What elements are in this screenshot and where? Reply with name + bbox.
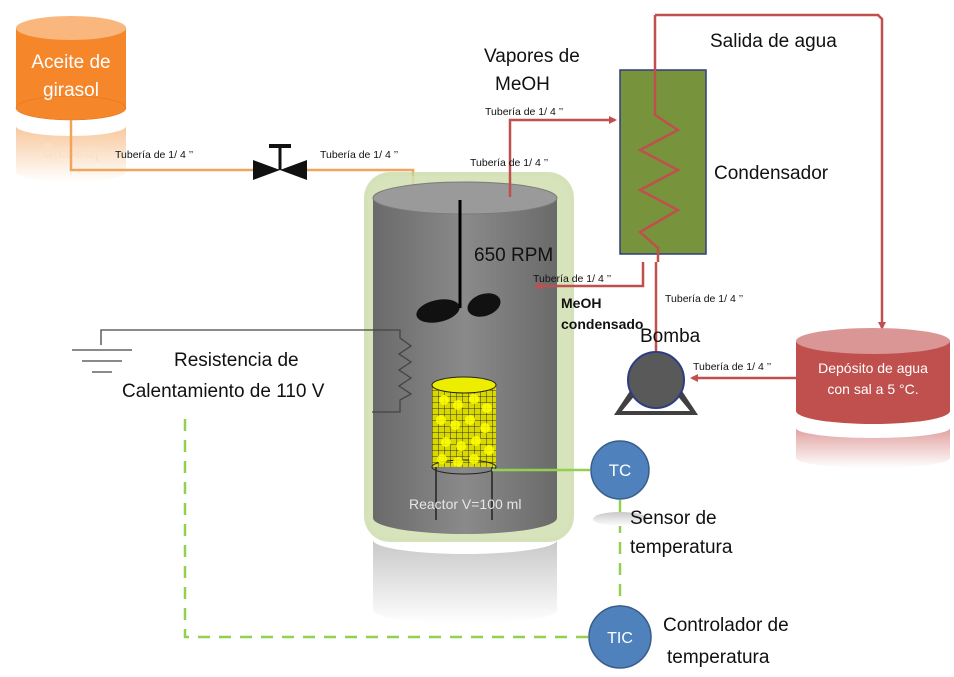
- heater-label-1: Resistencia de: [174, 350, 299, 371]
- meoh-condensed-label-2: condensado: [561, 316, 643, 332]
- heater-icon: [100, 329, 413, 413]
- oil-tank: Aceite de girasol: [15, 16, 127, 121]
- condensed-pipe: [534, 262, 645, 290]
- water-tank-label-2: con sal a 5 °C.: [827, 381, 918, 397]
- vapor-label-1: Vapores de: [484, 46, 580, 67]
- reactor-label: Reactor V=100 ml: [409, 496, 521, 512]
- heater-label-2: Calentamiento de 110 V: [122, 381, 325, 402]
- tic-label: TIC: [607, 630, 633, 647]
- controller-label-1: Controlador de: [663, 615, 789, 636]
- water-tank-label-1: Depósito de agua: [818, 360, 928, 376]
- water-outlet-pipe: [655, 13, 886, 330]
- tic-controller: TIC: [588, 605, 652, 669]
- reactor-reflection: [373, 540, 557, 624]
- valve-icon: [253, 144, 307, 180]
- water-tank: Depósito de agua con sal a 5 °C.: [796, 328, 950, 424]
- tc-label: TC: [609, 461, 632, 480]
- rpm-label: 650 RPM: [474, 245, 553, 266]
- condenser-label: Condensador: [714, 163, 829, 184]
- pipe-label-vapor: Tubería de 1/ 4 ’’: [485, 106, 563, 118]
- vapor-pipe: [508, 116, 617, 197]
- sensor-label-1: Sensor de: [630, 508, 717, 529]
- oil-tank-label-1: Aceite de: [31, 52, 110, 73]
- pipe-label-water-tank: Tubería de 1/ 4 ’’: [693, 361, 771, 373]
- water-out-label: Salida de agua: [710, 31, 837, 52]
- ground-icon: [72, 349, 132, 373]
- reactor-vessel: [372, 181, 558, 534]
- controller-label-2: temperatura: [667, 647, 770, 668]
- condenser-coil: [637, 15, 681, 262]
- pipe-label-reactor-top: Tubería de 1/ 4 ’’: [470, 157, 548, 169]
- pipe-label-oil-left: Tubería de 1/ 4 ’’: [115, 149, 193, 161]
- tc-sensor: TC: [590, 440, 650, 526]
- pump-label: Bomba: [640, 326, 701, 347]
- pipe-label-oil-right: Tubería de 1/ 4 ’’: [320, 149, 398, 161]
- oil-tank-label-2: girasol: [43, 80, 99, 101]
- vapor-label-2: MeOH: [495, 74, 550, 95]
- pipe-label-condensed: Tubería de 1/ 4 ’’: [533, 273, 611, 285]
- pipe-label-pump: Tubería de 1/ 4 ’’: [665, 293, 743, 305]
- water-tank-reflection: [796, 428, 950, 468]
- catalyst-basket: [431, 376, 497, 520]
- stirrer-icon: [416, 200, 501, 323]
- meoh-condensed-label-1: MeOH: [561, 295, 601, 311]
- signal-lines: [183, 412, 622, 639]
- pump-icon: [614, 351, 698, 415]
- sensor-label-2: temperatura: [630, 537, 733, 558]
